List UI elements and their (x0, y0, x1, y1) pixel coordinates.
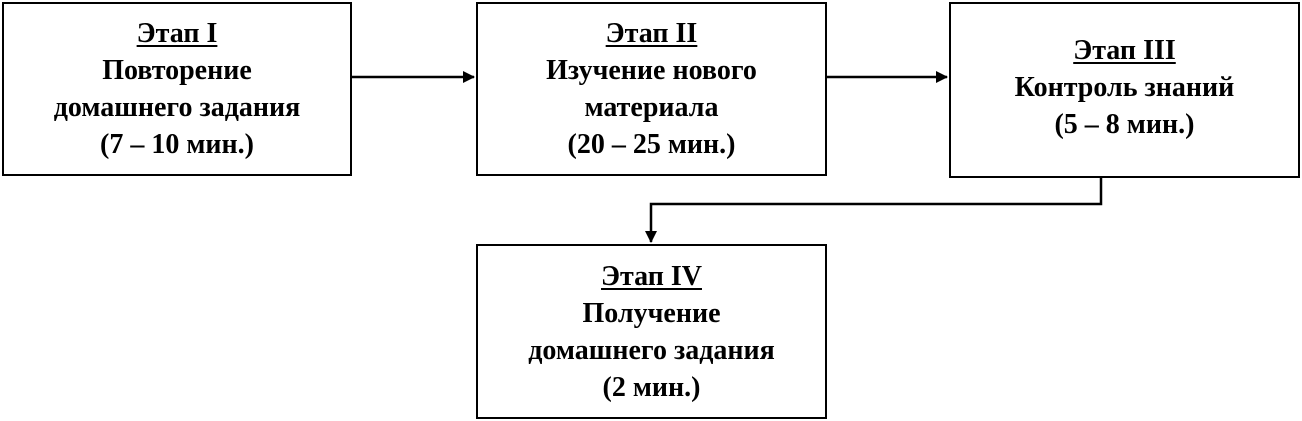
stage-2-title: Этап II (605, 18, 698, 49)
stage-3-title: Этап III (1073, 34, 1176, 66)
stage-4-title: Этап IV (601, 260, 702, 292)
stage-4-line-1: Получение (582, 297, 721, 329)
arrow-stage3-to-stage4 (645, 178, 1103, 243)
stage-2-line-1: Изучение нового (546, 55, 757, 86)
stage-1-box: Этап I Повторение домашнего задания (7 –… (2, 2, 352, 176)
stage-1-line-2: домашнего задания (53, 92, 301, 123)
stage-1-title: Этап I (136, 18, 218, 49)
stage-2-box: Этап II Изучение нового материала (20 – … (476, 2, 827, 176)
stage-3-line-1: Контроль знаний (1014, 71, 1235, 103)
stage-4-line-2: домашнего задания (528, 334, 775, 366)
stage-4-duration: (2 мин.) (602, 371, 701, 403)
stage-3-box: Этап III Контроль знаний (5 – 8 мин.) (949, 2, 1300, 178)
stage-1-duration: (7 – 10 мин.) (100, 129, 254, 160)
stage-4-box: Этап IV Получение домашнего задания (2 м… (476, 244, 827, 419)
stage-2-line-2: материала (584, 92, 719, 123)
stage-2-duration: (20 – 25 мин.) (567, 129, 736, 160)
stage-1-line-1: Повторение (102, 55, 252, 86)
stage-3-duration: (5 – 8 мин.) (1054, 108, 1195, 140)
